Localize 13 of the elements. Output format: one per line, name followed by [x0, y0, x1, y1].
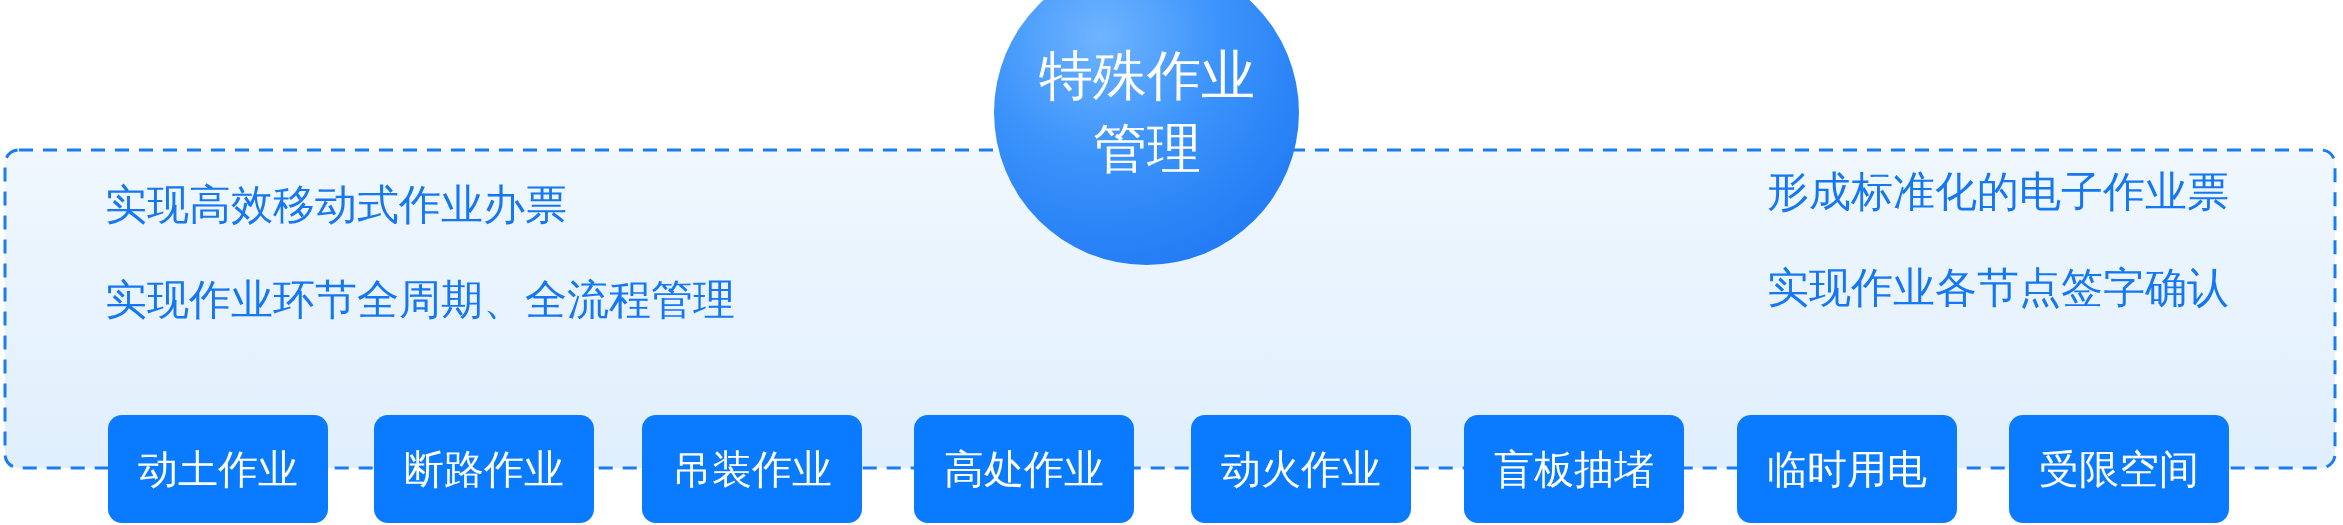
category-tag: 动火作业: [1191, 415, 1411, 523]
category-tag: 盲板抽堵: [1464, 415, 1684, 523]
category-tag: 临时用电: [1737, 415, 1957, 523]
feature-text: 形成标准化的电子作业票: [1767, 167, 2229, 218]
circle-title: 特殊作业管理: [1037, 42, 1256, 182]
feature-text: 实现高效移动式作业办票: [105, 180, 567, 231]
category-tag: 吊装作业: [642, 415, 862, 523]
category-tag: 断路作业: [374, 415, 594, 523]
category-tag: 受限空间: [2009, 415, 2229, 523]
feature-text: 实现作业各节点签字确认: [1767, 263, 2229, 314]
category-tag: 高处作业: [914, 415, 1134, 523]
feature-text: 实现作业环节全周期、全流程管理: [105, 275, 735, 326]
category-tag: 动土作业: [108, 415, 328, 523]
